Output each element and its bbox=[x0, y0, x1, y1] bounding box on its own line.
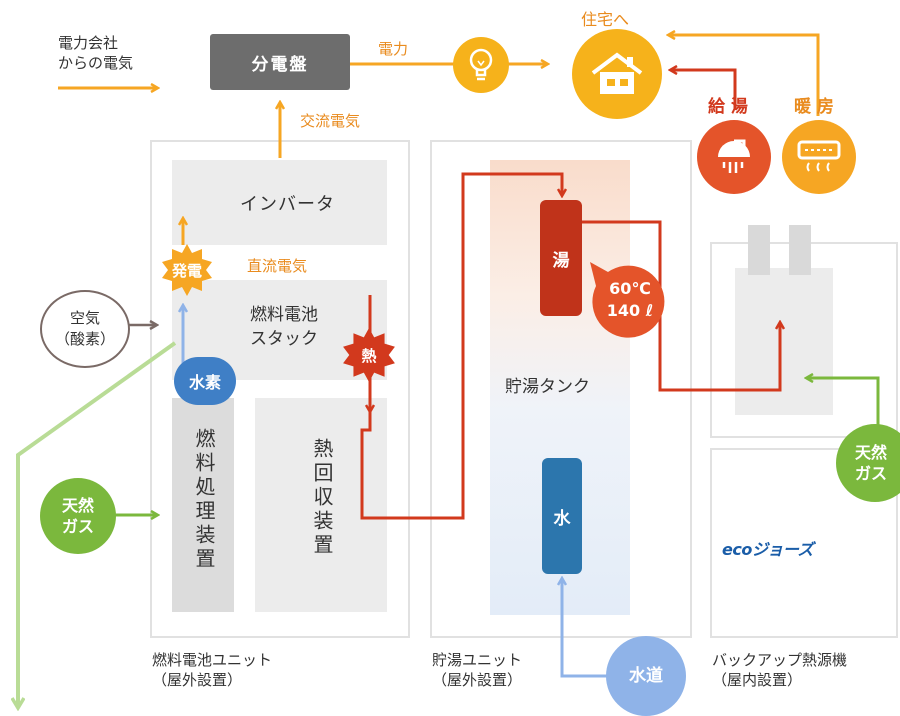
storage-unit-name: 貯湯ユニット bbox=[432, 651, 523, 669]
gas-right-line2: ガス bbox=[854, 464, 887, 483]
generation-burst-label: 発電 bbox=[171, 261, 202, 280]
light-bulb-icon bbox=[469, 48, 493, 81]
heater-pipe-right bbox=[789, 225, 811, 275]
backup-unit-caption: バックアップ熱源機 （屋内設置） bbox=[712, 650, 847, 690]
cold-water-cylinder: 水 bbox=[542, 458, 582, 574]
inverter-label: インバータ bbox=[240, 194, 335, 215]
stack-label-line2: スタック bbox=[250, 329, 318, 349]
storage-unit-place: （屋外設置） bbox=[432, 671, 523, 689]
shower-circle bbox=[697, 120, 771, 194]
stack-label: 燃料電池 スタック bbox=[250, 303, 318, 351]
grid-source-line1: 電力会社 bbox=[58, 34, 119, 52]
fuel-cell-unit-name: 燃料電池ユニット bbox=[152, 651, 273, 669]
heat-burst: 熱 bbox=[341, 327, 397, 383]
light-bulb-circle bbox=[453, 37, 509, 93]
air-label-line2: （酸素） bbox=[54, 330, 115, 348]
generation-burst-icon bbox=[162, 244, 212, 296]
tank-label: 貯湯タンク bbox=[505, 377, 590, 397]
water-supply-label: 水道 bbox=[629, 665, 663, 686]
air-circle: 空気 （酸素） bbox=[40, 290, 130, 368]
stack-label-line1: 燃料電池 bbox=[250, 305, 318, 325]
backup-unit-place: （屋内設置） bbox=[712, 671, 803, 689]
cold-water-label: 水 bbox=[553, 508, 571, 529]
hot-water-label: 湯 bbox=[552, 250, 570, 271]
house-circle bbox=[572, 29, 662, 119]
ac-label: 交流電気 bbox=[300, 112, 361, 130]
fuel-processor-box bbox=[172, 398, 234, 612]
hydrogen-label: 水素 bbox=[188, 373, 221, 392]
inverter-box bbox=[172, 160, 387, 245]
distribution-panel: 分電盤 bbox=[210, 34, 350, 90]
fuel-cell-unit-place: （屋外設置） bbox=[152, 671, 243, 689]
fuel-cell-unit-caption: 燃料電池ユニット （屋外設置） bbox=[152, 650, 272, 690]
gas-right-circle: 天然 ガス bbox=[836, 424, 900, 502]
house-icon bbox=[591, 52, 643, 94]
heater-circle bbox=[782, 120, 856, 194]
heater-pipe-left bbox=[748, 225, 770, 275]
temperature-bubble-shape bbox=[590, 262, 665, 338]
hydrogen-circle: 水素 bbox=[174, 357, 236, 405]
heat-burst-icon bbox=[343, 328, 395, 382]
distribution-panel-label: 分電盤 bbox=[251, 54, 309, 75]
generation-burst: 発電 bbox=[160, 243, 214, 297]
heat-recovery-box bbox=[255, 398, 387, 612]
gas-left-line2: ガス bbox=[61, 517, 94, 536]
capacity-line: 140 ℓ bbox=[606, 301, 654, 320]
hot-water-supply-label: 給 湯 bbox=[708, 97, 748, 117]
electricity-label: 電力 bbox=[378, 40, 409, 58]
gas-right-line1: 天然 bbox=[854, 443, 887, 462]
ecojozu-logo: ecoジョーズ bbox=[722, 540, 814, 559]
water-supply-circle: 水道 bbox=[606, 636, 686, 716]
hot-water-cylinder: 湯 bbox=[540, 200, 582, 316]
temperature-bubble: 60℃ 140 ℓ bbox=[586, 258, 670, 342]
grid-source-label: 電力会社 からの電気 bbox=[58, 33, 133, 73]
backup-unit-name: バックアップ熱源機 bbox=[712, 651, 848, 669]
floor-heater-icon bbox=[797, 140, 841, 172]
heat-recovery-label: 熱回収装置 bbox=[310, 438, 334, 558]
air-label-line1: 空気 bbox=[69, 309, 100, 327]
temperature-line: 60℃ bbox=[609, 279, 651, 298]
gas-left-circle: 天然 ガス bbox=[40, 478, 116, 554]
heat-burst-label: 熱 bbox=[361, 346, 377, 365]
grid-source-line2: からの電気 bbox=[58, 54, 134, 72]
shower-icon bbox=[718, 139, 750, 173]
fuel-processor-label: 燃料処理装置 bbox=[192, 428, 216, 572]
gas-left-line1: 天然 bbox=[61, 496, 94, 515]
home-label: 住宅へ bbox=[581, 10, 630, 29]
dc-label: 直流電気 bbox=[247, 257, 308, 275]
heating-label: 暖 房 bbox=[794, 97, 834, 117]
storage-unit-caption: 貯湯ユニット （屋外設置） bbox=[432, 650, 522, 690]
